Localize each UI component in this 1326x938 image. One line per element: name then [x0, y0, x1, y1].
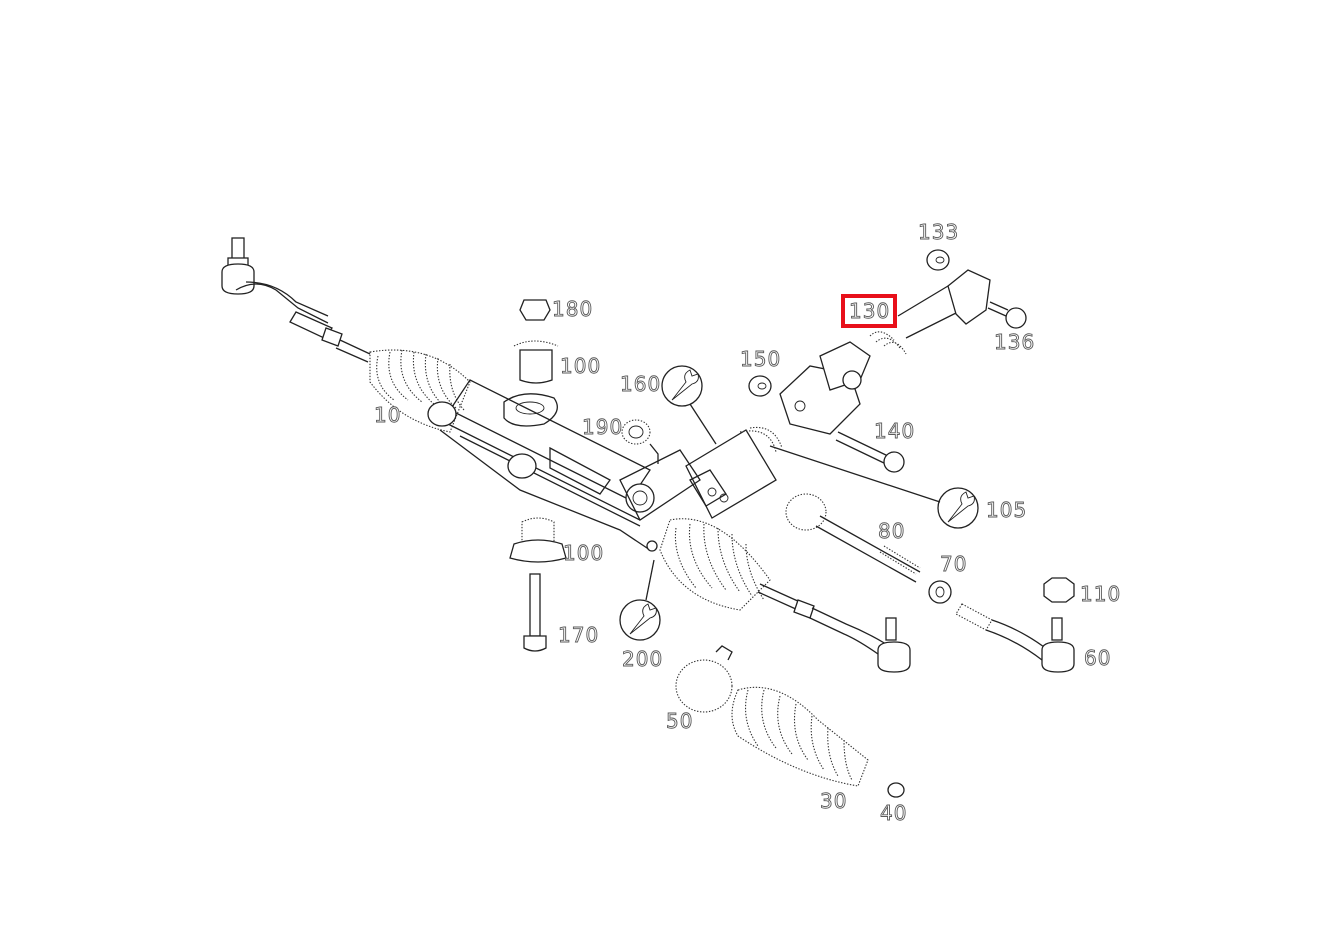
part-label-190[interactable]: 190: [582, 415, 624, 439]
part-label-100-upper[interactable]: 100: [560, 354, 602, 378]
nut-110[interactable]: [1043, 577, 1075, 603]
part-label-160[interactable]: 160: [620, 372, 662, 396]
part-label-110[interactable]: 110: [1080, 582, 1122, 606]
nut-150[interactable]: [748, 375, 772, 397]
bushing-lower[interactable]: [509, 517, 567, 563]
bolt-170[interactable]: [523, 573, 547, 652]
wrench-callout-160: [661, 365, 717, 445]
right-tie-rod[interactable]: [757, 583, 911, 673]
part-label-200[interactable]: 200: [622, 647, 664, 671]
part-label-136[interactable]: 136: [994, 330, 1036, 354]
part-label-80[interactable]: 80: [878, 519, 906, 543]
nut-70[interactable]: [928, 580, 952, 604]
part-label-133[interactable]: 133: [918, 220, 960, 244]
bolt-140[interactable]: [835, 431, 905, 473]
part-label-30[interactable]: 30: [820, 789, 848, 813]
part-label-40[interactable]: 40: [880, 801, 908, 825]
nut-133[interactable]: [926, 249, 950, 271]
wrench-callout-105: [769, 445, 979, 529]
part-label-100-lower[interactable]: 100: [563, 541, 605, 565]
part-label-140[interactable]: 140: [874, 419, 916, 443]
part-label-130[interactable]: 130: [849, 299, 891, 323]
bushing-upper[interactable]: [513, 299, 559, 384]
left-tie-rod-end[interactable]: [221, 237, 371, 363]
inner-tie-rod-80[interactable]: [785, 493, 921, 583]
part-label-60[interactable]: 60: [1084, 646, 1112, 670]
valve-body[interactable]: [685, 426, 783, 519]
clamp-40[interactable]: [887, 782, 905, 798]
highlight-box-130: [841, 294, 897, 328]
part-label-180[interactable]: 180: [552, 297, 594, 321]
part-label-150[interactable]: 150: [740, 347, 782, 371]
intermediate-shaft[interactable]: [779, 269, 991, 435]
bolt-136[interactable]: [987, 301, 1027, 329]
left-bellows: [369, 349, 471, 433]
boot-30[interactable]: [731, 686, 869, 787]
part-label-105[interactable]: 105: [986, 498, 1028, 522]
wrench-callout-200: [619, 559, 661, 641]
part-label-10[interactable]: 10: [374, 403, 402, 427]
part-label-170[interactable]: 170: [558, 623, 600, 647]
part-label-50[interactable]: 50: [666, 709, 694, 733]
tie-rod-end-60[interactable]: [955, 603, 1075, 673]
rack-housing[interactable]: [427, 379, 701, 552]
part-label-70[interactable]: 70: [940, 552, 968, 576]
plug-190[interactable]: [621, 419, 659, 464]
clamp-50[interactable]: [675, 645, 733, 713]
right-bellows: [659, 518, 771, 611]
